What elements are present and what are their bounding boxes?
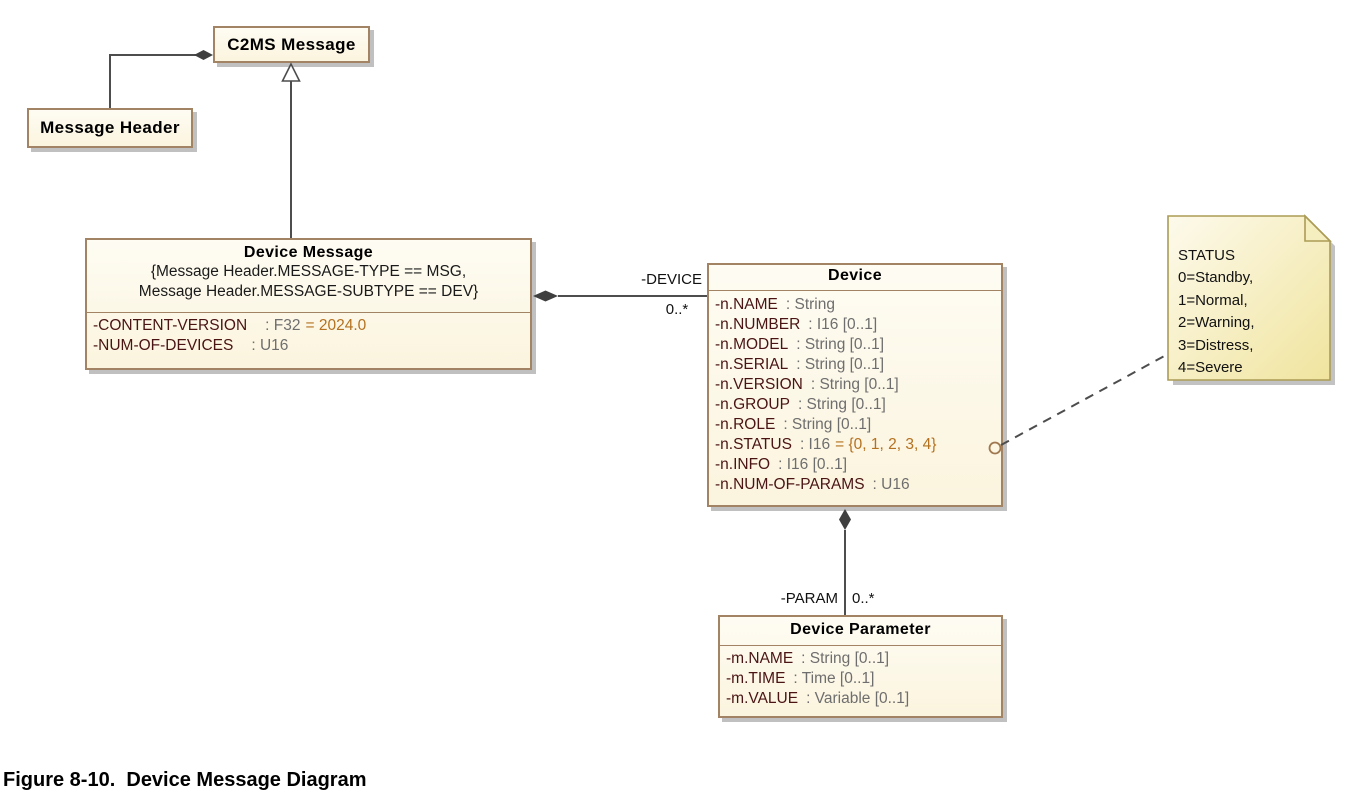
attribute-type: : String [0..1] [796,356,885,373]
class-device-message: Device Message {Message Header.MESSAGE-T… [85,238,532,370]
class-title: Device Message [243,244,374,261]
attribute-name: -m.TIME [726,670,786,687]
attribute-type: : String [0..1] [810,376,899,393]
attribute-row: -m.TIME : Time [0..1] [726,669,1001,689]
attribute-name: -CONTENT-VERSION [93,317,248,334]
note-line: 3=Distress, [1178,336,1254,354]
attribute-name: -n.MODEL [715,336,789,353]
class-constraint-line: {Message Header.MESSAGE-TYPE == MSG, [150,263,467,280]
note-line: 0=Standby, [1178,269,1254,287]
class-header: Device Parameter [720,617,1001,645]
figure-caption: Figure 8-10. Device Message Diagram [3,769,367,791]
composition-messageheader-c2ms-line [109,54,198,108]
composition-diamond-icon [194,50,213,60]
attribute-row: -n.ROLE : String [0..1] [715,415,1001,435]
role-label-device: -DEVICE [641,271,702,288]
status-note-fold-icon [1304,214,1332,242]
attribute-row: -n.STATUS : I16= {0, 1, 2, 3, 4} [715,435,1001,455]
role-label-param: -PARAM [780,590,838,607]
class-title: Message Header [40,118,180,137]
note-anchor-dashed-line [1000,353,1169,446]
attribute-name: -m.NAME [726,650,794,667]
class-device-parameter: Device Parameter -m.NAME : String [0..1] … [718,615,1003,718]
attribute-type: : String [785,296,835,313]
attribute-type: : String [0..1] [801,650,890,667]
attribute-name: -n.NUM-OF-PARAMS [715,476,865,493]
attribute-type: : String [0..1] [797,396,886,413]
class-header: Device [709,265,1001,290]
status-note: STATUS 0=Standby, 1=Normal, 2=Warning, 3… [1178,245,1255,379]
attribute-name: -NUM-OF-DEVICES [93,337,234,354]
attribute-row: -n.SERIAL : String [0..1] [715,355,1001,375]
composition-diamond-icon [533,290,558,302]
attribute-name: -n.VERSION [715,376,803,393]
class-title: Device [828,267,882,284]
class-constraint-line: Message Header.MESSAGE-SUBTYPE == DEV} [138,283,479,300]
attribute-type: : String [0..1] [796,336,885,353]
attribute-type: : Time [0..1] [793,670,875,687]
attribute-value: = 2024.0 [305,317,367,334]
generalization-triangle-icon [281,62,301,82]
class-title: Device Parameter [790,621,931,638]
attribute-name: -n.GROUP [715,396,790,413]
attribute-row: -n.INFO : I16 [0..1] [715,455,1001,475]
attribute-row: -n.NUMBER : I16 [0..1] [715,315,1001,335]
attribute-row: -n.NAME : String [715,295,1001,315]
note-line: 1=Normal, [1178,291,1248,309]
attribute-type: : String [0..1] [783,416,872,433]
attribute-row: -n.MODEL : String [0..1] [715,335,1001,355]
composition-diamond-icon [839,509,851,530]
class-message-header: Message Header [27,108,193,148]
attribute-row: -m.VALUE : Variable [0..1] [726,689,1001,709]
note-line: 2=Warning, [1178,314,1255,332]
attribute-row: -NUM-OF-DEVICES : U16 [93,336,530,356]
multiplicity-label-param: 0..* [852,590,875,607]
class-title: C2MS Message [227,35,356,54]
attribute-name: -m.VALUE [726,690,799,707]
attribute-row: -m.NAME : String [0..1] [726,649,1001,669]
attribute-name: -n.STATUS [715,436,792,453]
attribute-row: -n.VERSION : String [0..1] [715,375,1001,395]
attribute-name: -n.NUMBER [715,316,801,333]
attribute-value: = {0, 1, 2, 3, 4} [835,436,937,453]
attribute-name: -n.INFO [715,456,771,473]
attribute-section: -n.NAME : String -n.NUMBER : I16 [0..1] -n… [709,290,1001,495]
attribute-type: : U16 [872,476,910,493]
attribute-row: -CONTENT-VERSION : F32= 2024.0 [93,316,530,336]
attribute-row: -n.GROUP : String [0..1] [715,395,1001,415]
note-line: STATUS [1178,247,1235,264]
note-line: 4=Severe [1178,359,1243,377]
attribute-type: : F32 [265,317,301,334]
class-c2ms-message: C2MS Message [213,26,370,63]
attribute-type: : I16 [0..1] [778,456,848,473]
attribute-type: : I16 [0..1] [808,316,878,333]
class-header: Device Message {Message Header.MESSAGE-T… [87,240,530,312]
class-device: Device -n.NAME : String -n.NUMBER : I16 [0… [707,263,1003,507]
multiplicity-label-device: 0..* [665,301,689,318]
attribute-row: -n.NUM-OF-PARAMS : U16 [715,475,1001,495]
attribute-section: -m.NAME : String [0..1] -m.TIME : Time [0.… [720,645,1001,709]
attribute-name: -n.NAME [715,296,778,313]
attribute-type: : U16 [251,337,289,354]
attribute-section: -CONTENT-VERSION : F32= 2024.0 -NUM-OF-DE… [87,312,530,356]
attribute-type: : I16 [799,436,831,453]
attribute-name: -n.ROLE [715,416,776,433]
attribute-name: -n.SERIAL [715,356,789,373]
attribute-type: : Variable [0..1] [806,690,910,707]
